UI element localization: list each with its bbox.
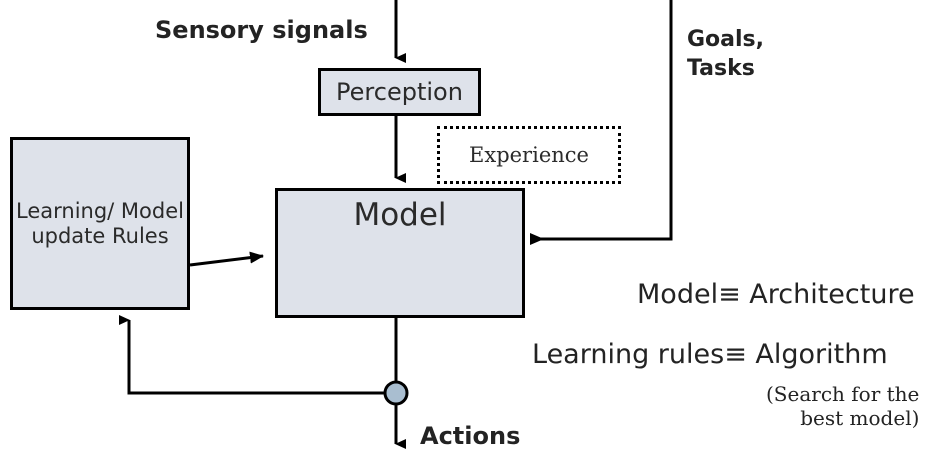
node-learning-model-update-rules[interactable]: Learning/ Model update Rules [10, 137, 190, 310]
label-sensory-signals: Sensory signals [155, 16, 368, 44]
label-learning-rules-equals-algorithm: Learning rules≡ Algorithm [532, 339, 888, 370]
edge-learning-to-model [189, 251, 264, 267]
node-experience[interactable]: Experience [437, 126, 621, 184]
label-goals-tasks: Goals, Tasks [687, 27, 765, 82]
node-model-label: Model [353, 197, 447, 233]
node-learning-label: Learning/ Model update Rules [16, 198, 184, 248]
node-experience-label: Experience [469, 143, 589, 167]
edge-goals-to-model [530, 0, 673, 245]
edge-action-feedback-to-learning [119, 315, 384, 395]
node-model[interactable]: Model [275, 188, 525, 318]
node-perception-label: Perception [336, 78, 463, 106]
node-perception[interactable]: Perception [318, 68, 481, 116]
label-search-for-best-model: (Search for the best model) [766, 382, 920, 431]
label-model-equals-architecture: Model≡ Architecture [637, 279, 915, 310]
action-junction-node [383, 380, 409, 406]
label-actions: Actions [420, 422, 521, 450]
